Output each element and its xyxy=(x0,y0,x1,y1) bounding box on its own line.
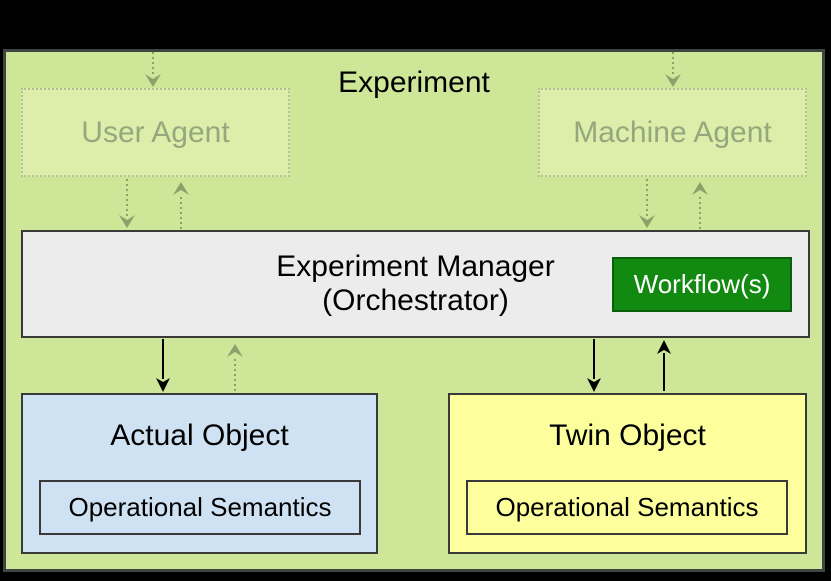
machine-agent-box: Machine Agent xyxy=(538,88,807,177)
workflow-box: Workflow(s) xyxy=(612,257,792,312)
actual-object-box: Actual Object Operational Semantics xyxy=(21,393,378,554)
actual-operational-semantics-box: Operational Semantics xyxy=(39,480,361,535)
user-agent-box: User Agent xyxy=(21,88,290,177)
workflow-label: Workflow(s) xyxy=(633,269,771,299)
experiment-frame: Experiment User Agent Machine Agent Expe… xyxy=(3,49,825,572)
experiment-manager-label: Experiment Manager (Orchestrator) xyxy=(23,232,808,336)
twin-object-label: Twin Object xyxy=(549,419,706,452)
machine-agent-label: Machine Agent xyxy=(573,115,772,149)
experiment-title: Experiment xyxy=(338,66,490,99)
actual-operational-semantics-label: Operational Semantics xyxy=(68,492,332,522)
twin-operational-semantics-box: Operational Semantics xyxy=(466,480,788,535)
actual-object-label: Actual Object xyxy=(110,419,289,452)
experiment-manager-label-line2: (Orchestrator) xyxy=(322,284,509,317)
twin-object-box: Twin Object Operational Semantics xyxy=(448,393,807,554)
experiment-manager-label-line1: Experiment Manager xyxy=(276,250,555,283)
experiment-manager-box: Experiment Manager (Orchestrator) Workfl… xyxy=(21,230,810,338)
twin-operational-semantics-label: Operational Semantics xyxy=(495,492,759,522)
user-agent-label: User Agent xyxy=(81,115,230,149)
